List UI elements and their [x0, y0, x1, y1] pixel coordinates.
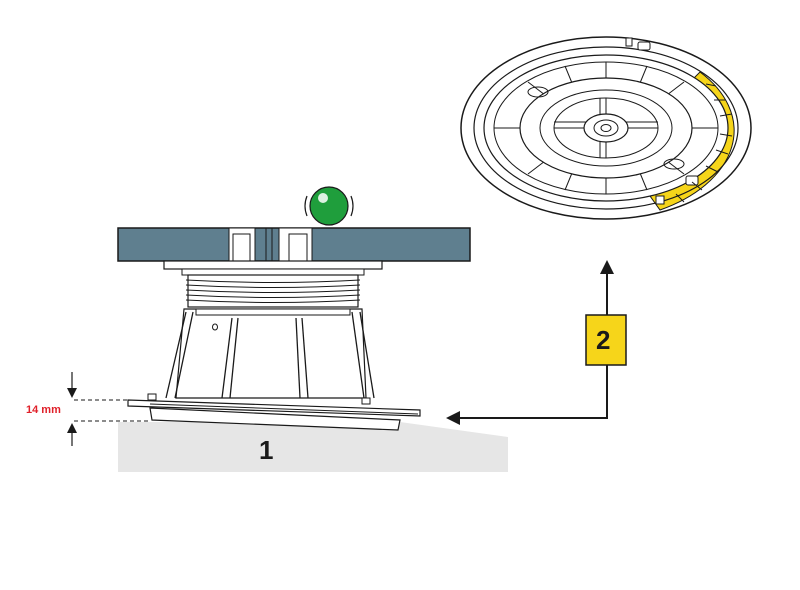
step-label-2: 2 — [596, 325, 610, 355]
arrow-left-icon — [446, 411, 460, 425]
step-label-1: 1 — [259, 435, 273, 465]
spirit-level-ball-icon — [304, 186, 354, 226]
dimension-label: 14 mm — [26, 404, 61, 416]
ground-surface — [118, 422, 508, 472]
slope-corrector-plate — [127, 393, 421, 431]
threaded-column — [185, 274, 361, 308]
deck-slab — [117, 227, 471, 262]
pedestal-base — [165, 308, 375, 399]
slope-corrector-top-view — [460, 36, 752, 220]
pedestal-head — [163, 260, 383, 276]
dimension-indicator: 14 mm — [26, 372, 150, 446]
step-label-2-box: 2 — [585, 314, 627, 366]
arrow-up-icon — [600, 260, 614, 274]
